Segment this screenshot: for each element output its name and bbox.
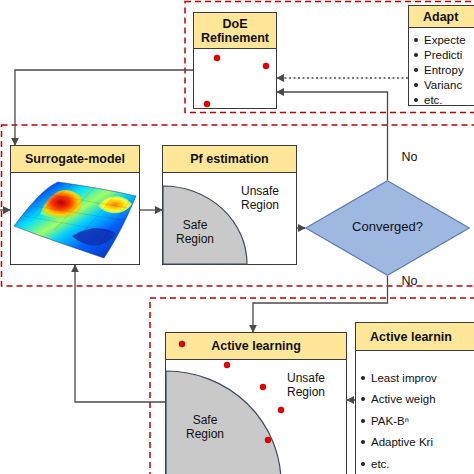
list-item: etc. [361,453,474,474]
surface-peak [40,190,82,218]
process-box: Safe Region Pf estimationUnsafe Region [162,145,297,265]
list-item: etc. [414,92,474,107]
method-name: Varianc [424,79,462,91]
method-name: Active weigh [371,393,436,405]
list-item: Varianc [414,77,474,92]
region-shape [166,371,281,474]
decision-diamond: Converged? [305,180,470,276]
diamond-shape [306,181,469,275]
method-name: etc. [371,458,390,470]
method-name: Adaptive Kri [371,436,433,448]
method-name: Expecte [424,34,466,46]
bullet-dot [414,98,418,102]
sample-point [260,384,266,390]
flow-arrow [140,209,162,210]
method-name: etc. [424,94,443,106]
process-box: DoE Refinement [193,12,277,109]
surface-plot [14,182,136,258]
edge-label: No [402,150,418,164]
box-header: Adapt [409,6,474,28]
flow-arrow [347,399,355,400]
surface-peak [98,196,132,213]
box-header: Active learnin [356,323,474,351]
decision-text: Converged? [305,220,470,234]
input-arrow [0,209,10,210]
method-name: PAK-Bⁿ [371,415,409,427]
sample-point [224,362,230,368]
flow-arrow [277,77,408,78]
sample-point [265,437,271,443]
group-frame [2,125,474,286]
sample-point [263,63,269,69]
process-box: Surrogate-model [10,145,140,265]
list-item: Predicti [414,47,474,62]
region-outline [166,371,281,474]
bullet-list: ExpectePredictiEntropyVarianc etc. [414,32,474,107]
list-item: PAK-Bⁿ [361,410,474,432]
bullet-dot [414,83,418,87]
group-frame [150,298,474,474]
bullet-dot [414,53,418,57]
method-name: Predicti [424,49,462,61]
sample-point [278,407,284,413]
sample-point [179,341,185,347]
surface-mesh [24,184,130,250]
list-item: Expecte [414,32,474,47]
box-header: Active learning [166,333,346,360]
method-list-box: AdaptExpectePredictiEntropyVarianc etc. [408,5,474,106]
region-shape [163,186,247,264]
flow-arrow [277,92,388,180]
list-item: Adaptive Kri [361,432,474,454]
region-label: Safe Region [176,413,234,441]
bullet-list: Least improvActive weighPAK-BⁿAdaptive K… [361,367,474,474]
sample-point [214,55,220,61]
region-label: Unsafe Region [274,371,338,399]
list-item: Active weigh [361,389,474,411]
method-name: Least improv [371,372,437,384]
safe-region: Safe Region [163,186,247,264]
surface-trough [72,228,116,245]
bullet-dot [414,68,418,72]
list-item: Entropy [414,62,474,77]
list-item: Least improv [361,367,474,389]
bullet-dot [414,38,418,42]
method-name: Entropy [424,64,464,76]
box-header: Surrogate-model [11,146,139,173]
box-header: Pf estimation [163,146,296,173]
region-label: Safe Region [167,218,223,246]
box-header: DoE Refinement [194,13,276,49]
bullet-dot [361,376,365,380]
region-label: Unsafe Region [229,184,291,212]
flow-arrow [75,265,165,402]
bullet-dot [361,397,365,401]
safe-region: Safe Region [166,371,281,474]
bullet-dot [361,462,365,466]
sample-point [204,101,210,107]
bullet-dot [361,419,365,423]
flow-arrow [253,276,388,332]
flow-arrow [15,70,193,145]
bullet-dot [361,440,365,444]
edge-label: No [402,274,418,288]
method-list-box: Active learninLeast improvActive weighPA… [355,322,474,474]
flow-arrow [297,227,305,228]
process-box: Safe Region Active learningUnsafe Region [165,332,347,474]
